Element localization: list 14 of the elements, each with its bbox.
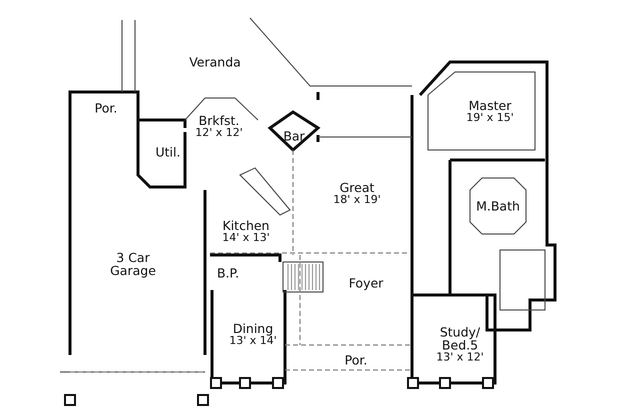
- room-label: Foyer: [341, 276, 391, 290]
- room-label: Util.: [153, 146, 183, 158]
- room-label: Great 18' x 19': [322, 181, 392, 205]
- room-label: Dining 13' x 14': [222, 322, 284, 346]
- room-label: Brkfst. 12' x 12': [189, 114, 249, 138]
- room-label: Kitchen 14' x 13': [216, 219, 276, 243]
- room-label: 3 Car Garage: [108, 251, 158, 277]
- room-label: B.P.: [213, 266, 243, 280]
- room-label: Por.: [81, 102, 131, 114]
- room-label: Master 19' x 15': [455, 99, 525, 123]
- room-label: Bar: [281, 130, 307, 142]
- room-label: Por.: [336, 354, 376, 366]
- room-label: Study/ Bed.5 13' x 12': [435, 326, 485, 362]
- room-label: Veranda: [175, 56, 255, 68]
